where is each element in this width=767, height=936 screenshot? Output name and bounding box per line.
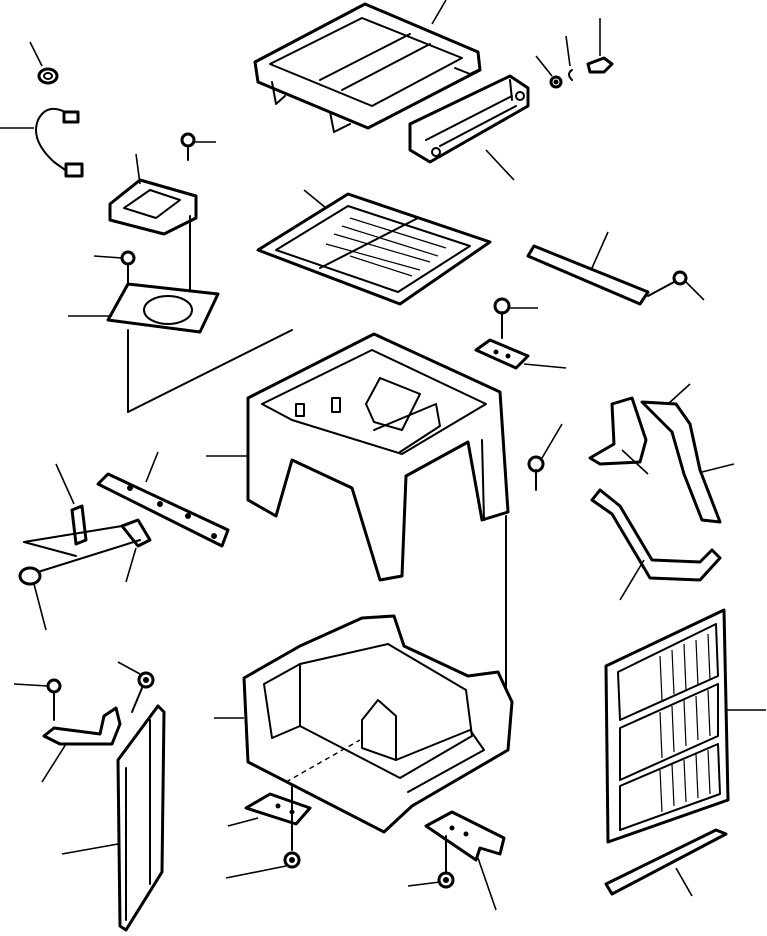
screw-strap xyxy=(647,270,705,301)
left-bracket xyxy=(96,451,230,548)
small-plate xyxy=(474,338,567,370)
screw-right-mid xyxy=(505,423,563,697)
filter-grille xyxy=(256,189,492,306)
rear-bracket-leader xyxy=(485,149,515,181)
nut-upper-right xyxy=(535,55,563,89)
clip-upper-right xyxy=(565,35,573,81)
filter-seal-strip xyxy=(604,828,728,897)
bolt-lower-left xyxy=(13,678,62,721)
screw-gasket xyxy=(93,250,136,285)
mounting-strap xyxy=(526,231,650,306)
rear-bracket xyxy=(408,74,530,164)
controller-unit xyxy=(108,153,198,301)
filter-panel xyxy=(604,608,766,844)
clip-left xyxy=(23,518,152,583)
upper-housing xyxy=(206,332,510,582)
wire-harness xyxy=(0,108,84,178)
mount-plate-right xyxy=(424,810,506,911)
nut-lower-left xyxy=(117,661,155,713)
side-panel xyxy=(61,704,166,932)
screw-controller xyxy=(180,132,216,161)
top-cover-frame xyxy=(253,2,482,133)
support-band xyxy=(590,488,722,601)
lower-housing xyxy=(214,614,514,834)
grommet xyxy=(29,41,59,85)
mount-plate-left xyxy=(227,785,312,851)
gasket-plate xyxy=(68,282,293,413)
bolt-upper-right xyxy=(586,18,614,74)
top-cover-leader xyxy=(431,0,447,25)
hanger-bracket xyxy=(588,383,735,524)
screw-center xyxy=(493,297,538,339)
lower-left-bracket xyxy=(41,706,122,783)
screw-plate-right xyxy=(407,871,455,889)
screw-plate-left xyxy=(225,851,301,879)
bolt-left xyxy=(18,539,141,631)
